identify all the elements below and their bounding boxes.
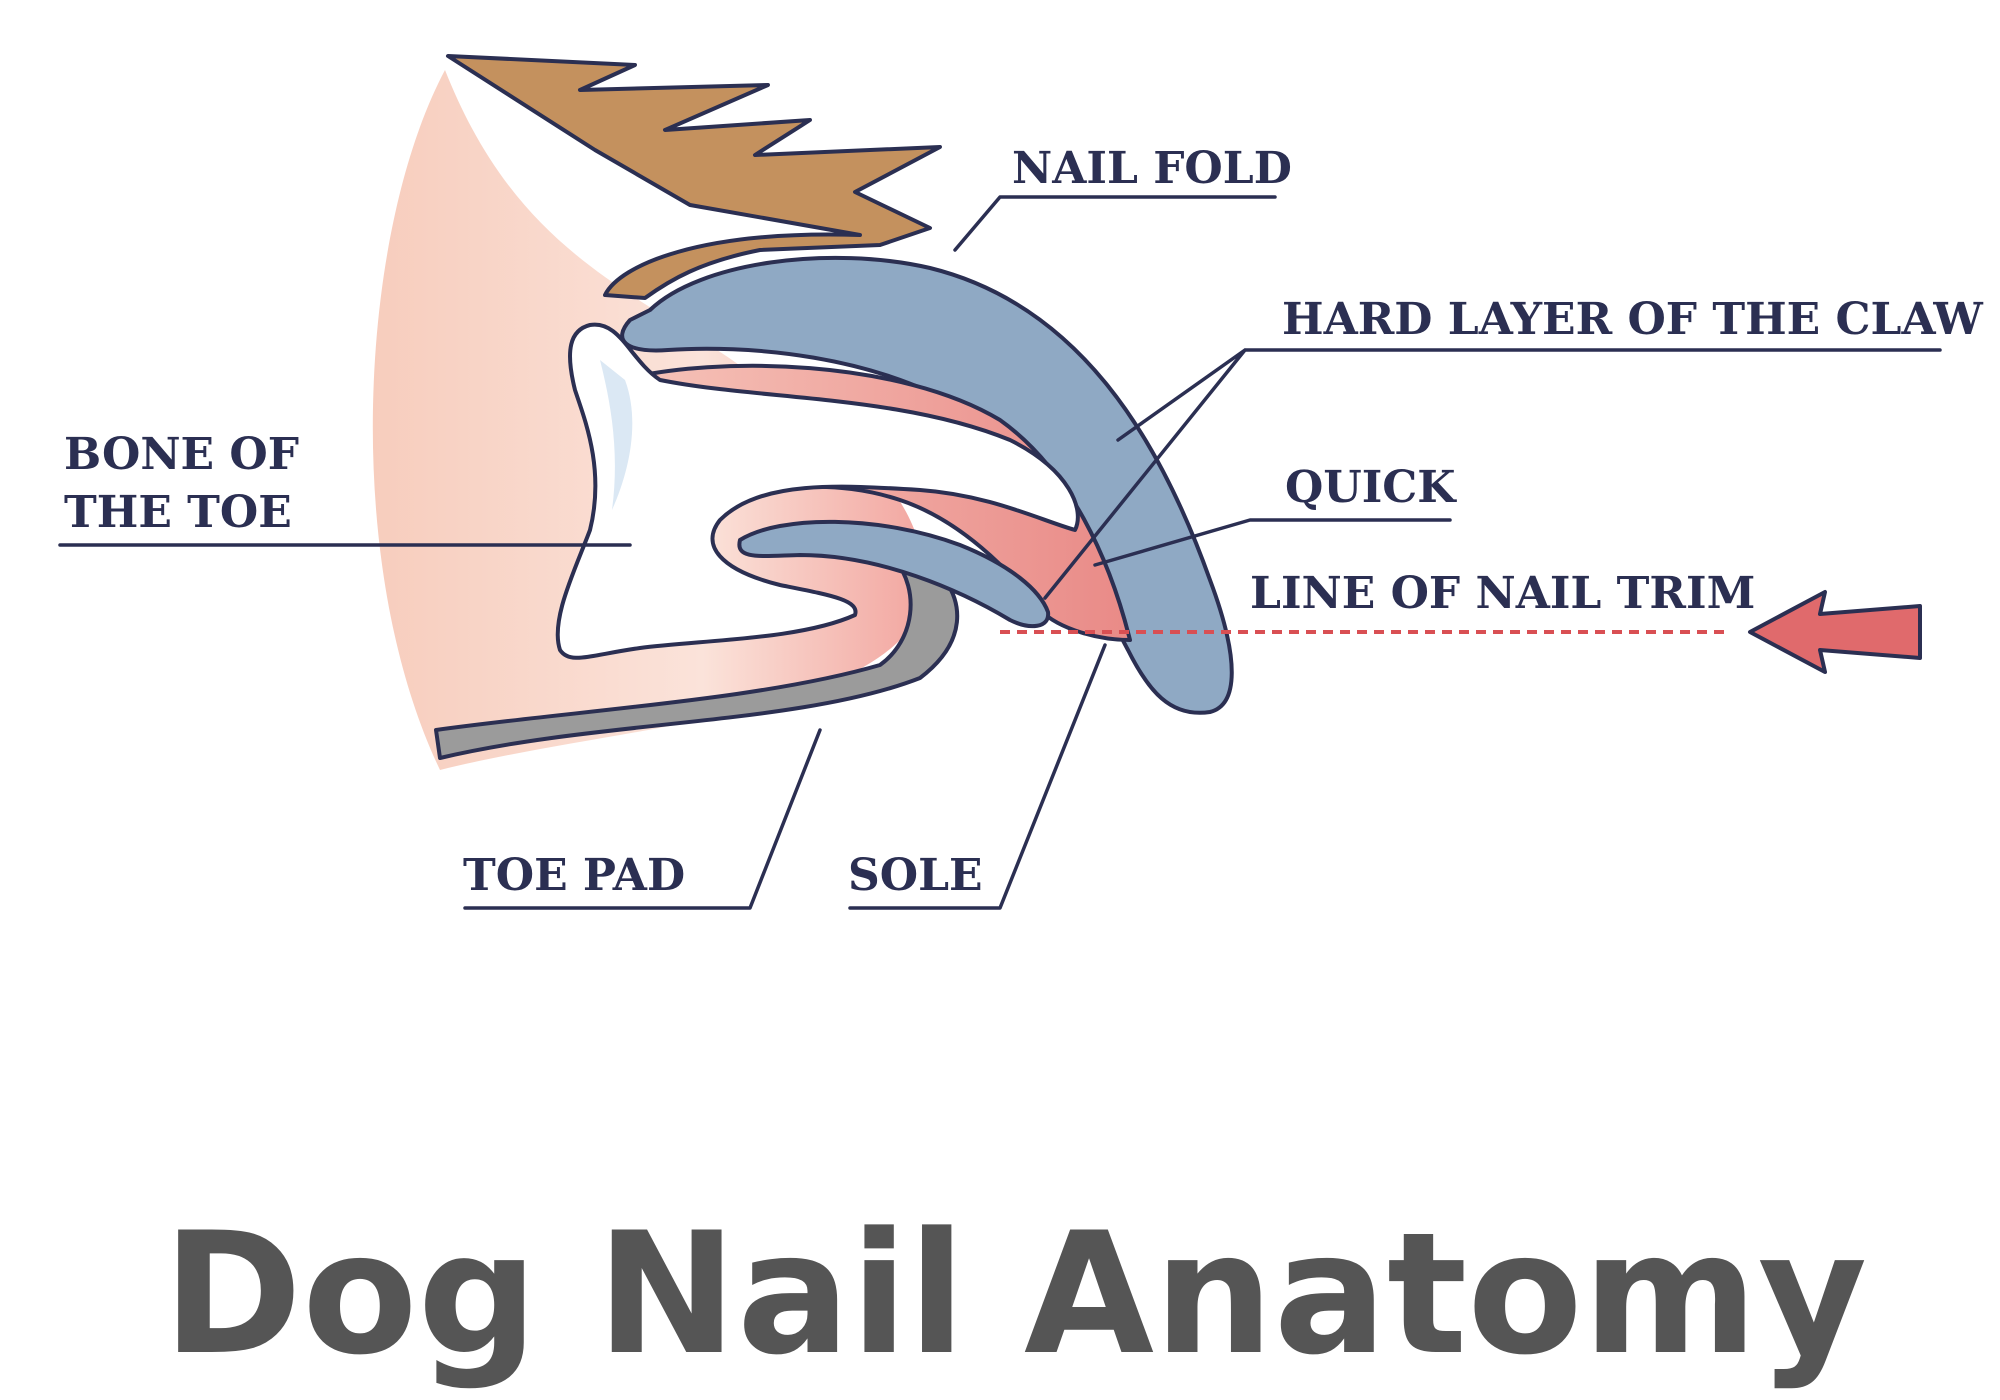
page-title: Dog Nail Anatomy xyxy=(163,1196,1868,1392)
label-quick: QUICK xyxy=(1285,462,1457,513)
label-nail-fold: NAIL FOLD xyxy=(1012,143,1292,194)
label-bone-line1: BONE OF xyxy=(64,429,299,480)
lower-claw-shape xyxy=(737,519,1051,629)
trim-arrow-icon xyxy=(1748,590,1922,674)
leader-nail-fold xyxy=(953,195,1277,252)
label-line-of-trim: LINE OF NAIL TRIM xyxy=(1250,568,1755,619)
label-hard-layer: HARD LAYER OF THE CLAW xyxy=(1282,294,1983,345)
fur-tuft xyxy=(446,54,942,300)
label-bone-line2: THE TOE xyxy=(64,487,292,538)
label-sole: SOLE xyxy=(848,850,983,901)
label-toe-pad: TOE PAD xyxy=(463,850,685,901)
bone-shadow xyxy=(600,360,633,510)
leader-quick xyxy=(1093,518,1452,567)
leader-toe-pad xyxy=(463,728,822,910)
leader-sole xyxy=(848,643,1107,910)
leader-hard-layer xyxy=(1043,348,1942,600)
claw-shape xyxy=(620,255,1234,715)
